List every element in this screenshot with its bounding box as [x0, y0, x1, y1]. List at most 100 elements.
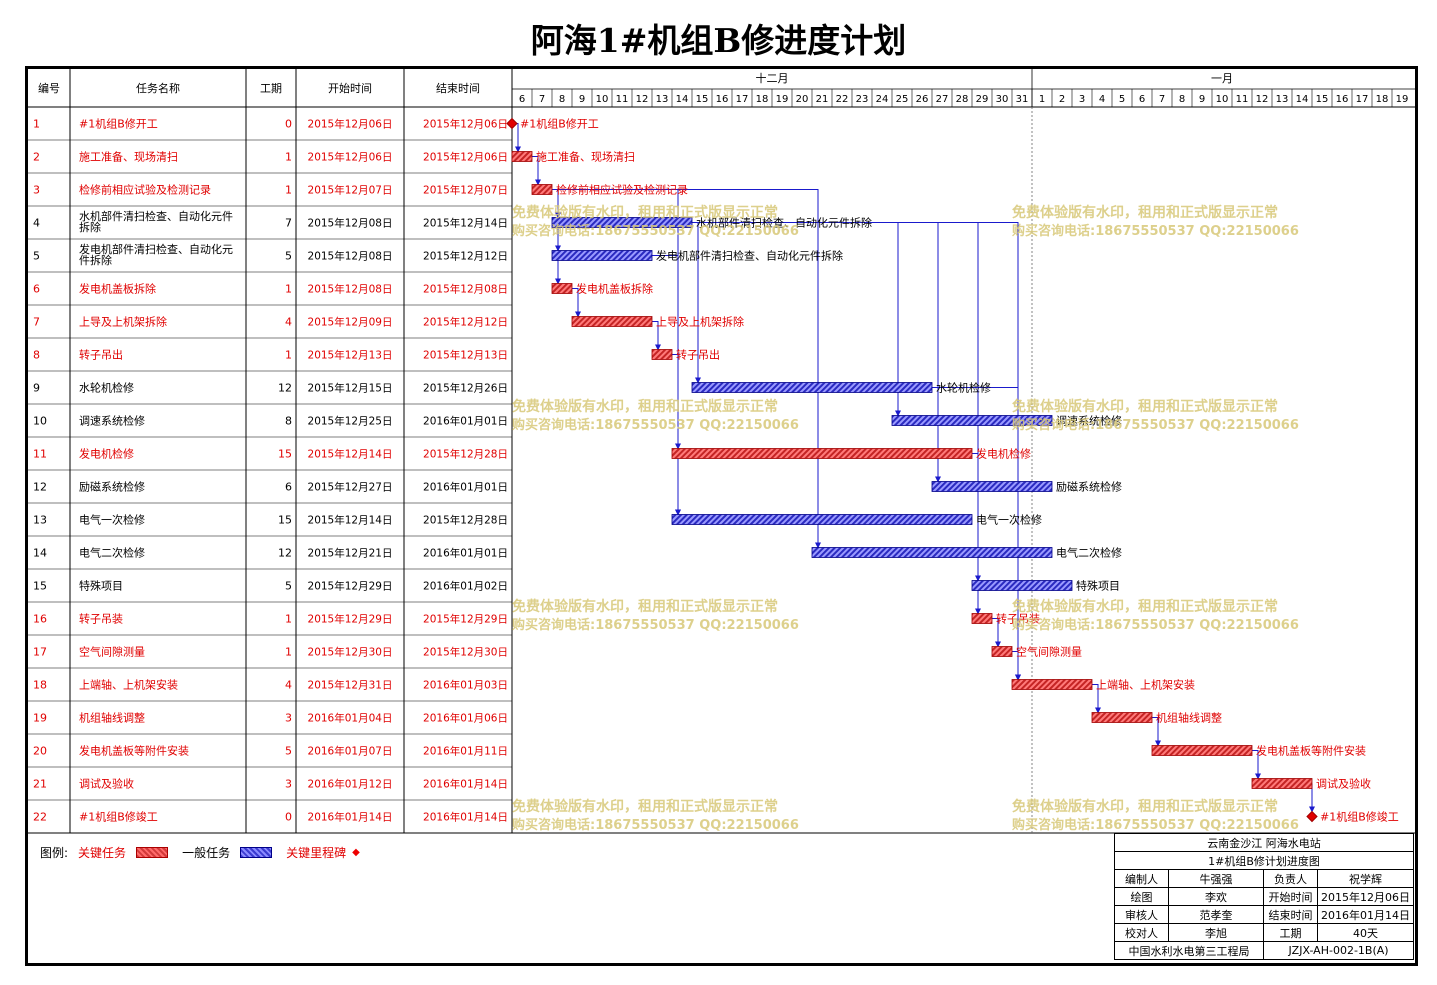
- day-label: 11: [1236, 94, 1249, 105]
- info-cell: 校对人: [1114, 923, 1169, 942]
- day-label: 26: [916, 94, 929, 105]
- info-cell: 开始时间: [1263, 887, 1318, 906]
- critical-task-bar: [1251, 778, 1313, 789]
- cell-duration: 1: [285, 349, 292, 362]
- cell-end: 2016年01月01日: [423, 415, 508, 428]
- cell-start: 2015年12月15日: [308, 382, 393, 395]
- dependency-arrow: [652, 321, 661, 351]
- day-label: 29: [976, 94, 989, 105]
- info-code: JZJX-AH-002-1B(A): [1263, 941, 1414, 960]
- cell-start: 2015年12月30日: [308, 646, 393, 659]
- cell-id: 7: [33, 316, 40, 329]
- cell-end: 2016年01月03日: [423, 679, 508, 692]
- cell-start: 2015年12月07日: [308, 184, 393, 197]
- info-cell: 工期: [1263, 923, 1318, 942]
- cell-end: 2016年01月01日: [423, 481, 508, 494]
- cell-id: 17: [33, 646, 47, 659]
- cell-start: 2015年12月09日: [308, 316, 393, 329]
- info-company: 云南金沙江 阿海水电站: [1114, 833, 1414, 852]
- critical-task-bar: [1011, 679, 1093, 690]
- day-label: 22: [836, 94, 849, 105]
- cell-id: 1: [33, 118, 40, 131]
- day-label: 6: [519, 94, 525, 105]
- normal-task-bar: [891, 415, 1053, 426]
- cell-name: 上端轴、上机架安装: [79, 678, 178, 692]
- info-cell: 范孝奎: [1168, 905, 1264, 924]
- day-label: 1: [1039, 94, 1045, 105]
- day-label: 8: [1179, 94, 1185, 105]
- page-title: 阿海1#机组B修进度计划: [530, 21, 907, 60]
- cell-end: 2015年12月13日: [423, 349, 508, 362]
- cell-end: 2016年01月01日: [423, 547, 508, 560]
- day-label: 4: [1099, 94, 1105, 105]
- cell-id: 14: [33, 547, 47, 560]
- bar-label: 发电机盖板等附件安装: [1256, 744, 1366, 758]
- cell-name: 调速系统检修: [79, 414, 145, 428]
- cell-duration: 15: [278, 514, 292, 527]
- bar-label: 空气间隙测量: [1016, 645, 1082, 659]
- cell-id: 16: [33, 613, 47, 626]
- cell-duration: 12: [278, 382, 292, 395]
- bar-label: 上导及上机架拆除: [656, 315, 744, 329]
- dependency-arrow: [1152, 717, 1161, 747]
- critical-task-bar: [511, 151, 533, 162]
- cell-name: 发电机盖板拆除: [79, 282, 156, 296]
- month-label: 一月: [1211, 72, 1233, 85]
- cell-name: 发电机盖板等附件安装: [79, 744, 189, 758]
- cell-name: 发电机部件清扫检查、自动化元件拆除: [79, 242, 233, 267]
- cell-end: 2015年12月12日: [423, 316, 508, 329]
- dependency-arrow: [532, 156, 541, 186]
- day-label: 9: [579, 94, 585, 105]
- cell-duration: 5: [285, 745, 292, 758]
- bar-label: 施工准备、现场清扫: [536, 150, 635, 164]
- cell-start: 2015年12月31日: [308, 679, 393, 692]
- cell-duration: 4: [285, 316, 292, 329]
- info-cell: 2016年01月14日: [1317, 905, 1414, 924]
- cell-start: 2015年12月06日: [308, 151, 393, 164]
- milestone-diamond-icon: ◆: [352, 846, 360, 858]
- day-label: 31: [1016, 94, 1029, 105]
- bar-label: #1机组B修竣工: [1320, 810, 1399, 824]
- month-label: 十二月: [756, 71, 789, 85]
- day-label: 17: [1356, 94, 1369, 105]
- cell-name: 调试及验收: [79, 777, 134, 791]
- bar-label: 上端轴、上机架安装: [1096, 678, 1195, 692]
- cell-name: 电气一次检修: [79, 513, 145, 527]
- normal-task-bar: [671, 514, 973, 525]
- watermark-line1: 免费体验版有水印，租用和正式版显示正常: [1012, 598, 1278, 615]
- milestone-diamond: [506, 117, 518, 130]
- day-label: 28: [956, 94, 969, 105]
- dependency-arrow: [1092, 684, 1101, 714]
- bar-label: 发电机盖板拆除: [576, 282, 653, 296]
- cell-end: 2015年12月29日: [423, 613, 508, 626]
- cell-start: 2016年01月12日: [308, 778, 393, 791]
- dependency-arrow: [672, 354, 681, 450]
- critical-task-bar: [971, 613, 993, 624]
- cell-end: 2015年12月26日: [423, 382, 508, 395]
- bar-label: 电气一次检修: [976, 513, 1042, 527]
- cell-start: 2015年12月29日: [308, 613, 393, 626]
- bar-label: 发电机检修: [976, 447, 1031, 461]
- day-label: 13: [1276, 94, 1289, 105]
- day-label: 2: [1059, 94, 1065, 105]
- header-duration: 工期: [260, 82, 282, 95]
- day-label: 14: [1296, 94, 1309, 105]
- cell-id: 5: [33, 250, 40, 263]
- cell-start: 2015年12月06日: [308, 118, 393, 131]
- day-label: 11: [616, 94, 629, 105]
- day-label: 12: [636, 94, 649, 105]
- cell-name: 机组轴线调整: [79, 711, 145, 725]
- day-label: 16: [716, 94, 729, 105]
- critical-task-bar: [1151, 745, 1253, 756]
- day-label: 21: [816, 94, 829, 105]
- cell-end: 2015年12月06日: [423, 118, 508, 131]
- day-label: 19: [776, 94, 789, 105]
- info-cell: 审核人: [1114, 905, 1169, 924]
- cell-end: 2015年12月14日: [423, 217, 508, 230]
- cell-end: 2016年01月06日: [423, 712, 508, 725]
- normal-task-bar: [551, 250, 653, 261]
- cell-start: 2015年12月21日: [308, 547, 393, 560]
- cell-end: 2015年12月28日: [423, 448, 508, 461]
